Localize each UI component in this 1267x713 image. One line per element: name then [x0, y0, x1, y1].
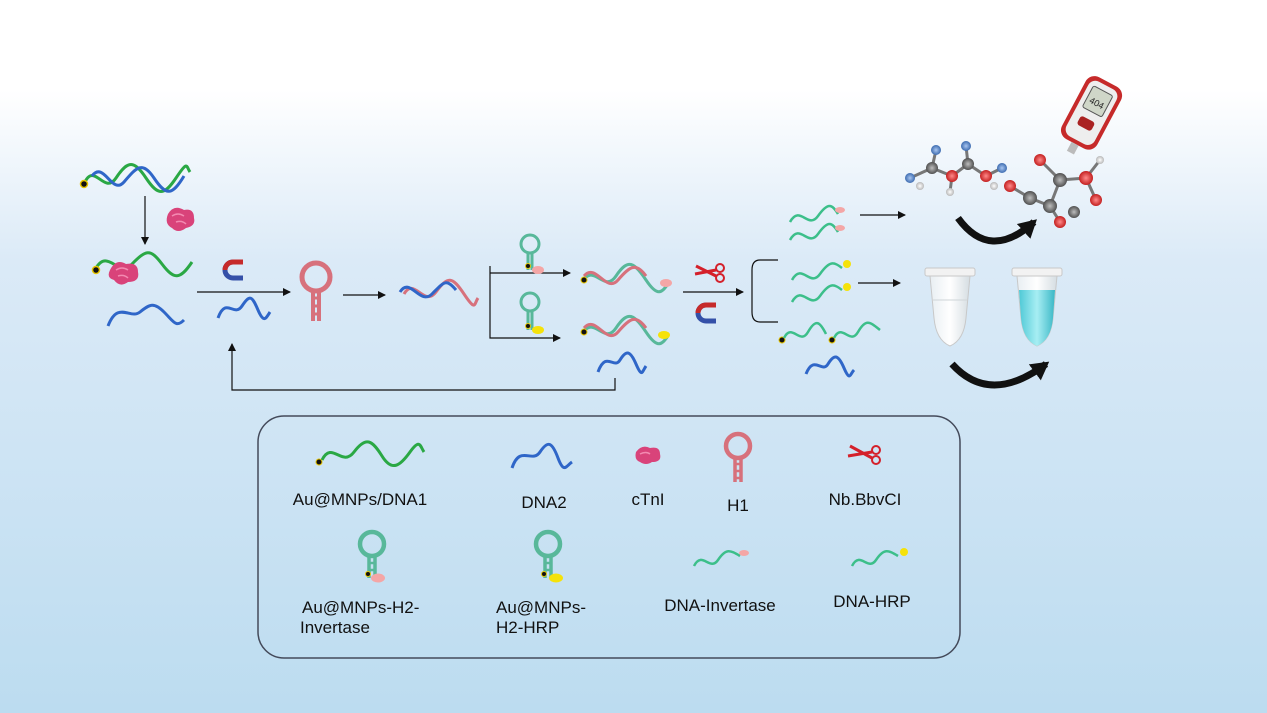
dna1-dna2-duplex	[79, 163, 192, 193]
legend-label-dna-invertase: DNA-Invertase	[664, 596, 776, 615]
magnet-icon	[222, 259, 243, 281]
legend-box	[257, 415, 961, 659]
dna-invertase-strands	[788, 204, 845, 241]
legend-label-dna2: DNA2	[521, 493, 567, 512]
legend-label-nb-bbvci: Nb.BbvCI	[828, 490, 902, 509]
released-dna2	[106, 303, 186, 327]
remaining-dna2	[804, 355, 856, 378]
recycle-arrow	[228, 343, 616, 391]
legend-dna2-icon	[510, 442, 573, 469]
legend-label-au-mnps-h2-invertase-line1: Au@MNPs-H2-	[302, 598, 420, 617]
glucose-molecule-icon	[1004, 154, 1104, 228]
legend-dna-hrp-icon	[850, 548, 908, 567]
legend-label-dna-hrp: DNA-HRP	[833, 592, 911, 611]
legend-scissors-icon	[847, 444, 881, 465]
h1-h2-hrp-duplex	[580, 315, 670, 346]
glucose-meter-icon: 404	[1060, 76, 1123, 155]
released-dna2-bottom	[596, 351, 648, 374]
tube-icon-blue	[1011, 267, 1063, 347]
magnet-icon-2	[695, 302, 716, 324]
legend-dna-invertase-icon	[692, 550, 749, 567]
ctni-protein-icon	[166, 207, 195, 231]
dna-hrp-strands	[790, 260, 851, 303]
sucrose-molecule-icon	[905, 141, 1007, 196]
scissors-icon	[694, 263, 725, 283]
curved-arrow-icon-bottom	[949, 361, 1050, 389]
legend-h2-hrp-icon	[533, 529, 563, 583]
legend-label-au-mnps-dna1: Au@MNPs/DNA1	[292, 490, 428, 509]
legend-h2-invertase-icon	[357, 529, 387, 583]
remaining-au-mnps-dna1	[778, 321, 881, 344]
h2-hrp-hairpin-icon	[519, 291, 544, 334]
legend-label-au-mnps-h2-invertase: Au@MNPs-H2- Invertase	[272, 598, 472, 638]
legend-ctni-icon	[635, 446, 661, 464]
h2-invertase-hairpin-icon	[519, 233, 544, 274]
dna1-ctni-complex	[91, 251, 194, 285]
legend-label-au-mnps-h2-hrp-line2: H2-HRP	[496, 618, 560, 637]
legend-label-h1: H1	[727, 496, 749, 515]
branch-bracket	[489, 266, 561, 342]
legend-label-au-mnps-h2-invertase-line2: Invertase	[300, 618, 370, 637]
h1-h2-invertase-duplex	[580, 263, 672, 294]
legend-h1-icon	[723, 431, 753, 482]
recycled-dna2	[216, 296, 272, 320]
legend-label-au-mnps-h2-hrp-line1: Au@MNPs-	[496, 598, 586, 617]
curved-arrow-icon-top	[955, 215, 1037, 245]
dna2-h1-hybrid	[398, 278, 480, 307]
legend-label-au-mnps-h2-hrp: Au@MNPs- H2-HRP	[496, 598, 636, 638]
tube-icon-clear	[924, 267, 976, 347]
h1-hairpin-icon	[299, 260, 333, 321]
legend-label-ctni: cTnI	[631, 490, 665, 509]
product-bracket	[751, 259, 778, 323]
legend-au-mnps-dna1-icon	[315, 440, 426, 467]
